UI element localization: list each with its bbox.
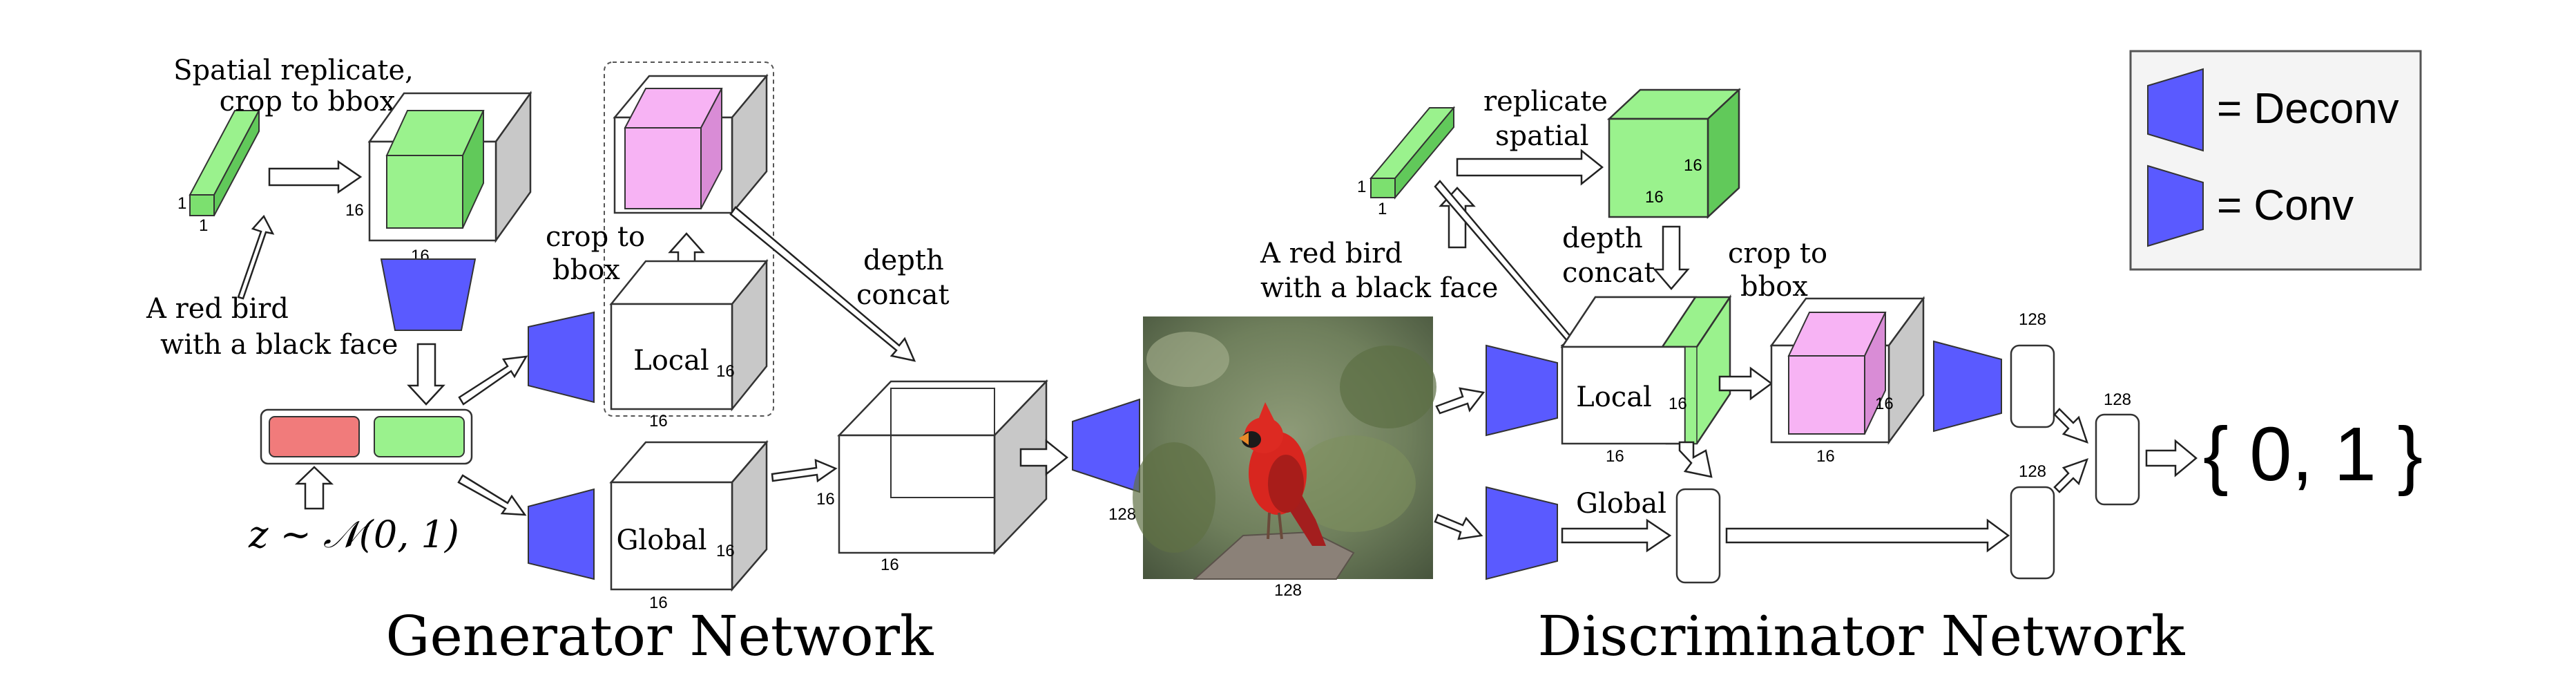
disc-crop-dim-bottom: 16 (1816, 447, 1835, 466)
gen-concat-dim-bottom: 16 (881, 556, 899, 574)
gen-local-dashed-region (604, 61, 774, 417)
disc-dim-128-a: 128 (2019, 310, 2046, 329)
gen-text-embedding-bar (189, 110, 260, 216)
gen-output-dim-128: 128 (1108, 505, 1136, 524)
disc-dim-128-c: 128 (2019, 462, 2046, 481)
disc-local-label: Local (1576, 381, 1652, 413)
gen-arrow-crop-to-concat (729, 206, 916, 362)
gen-local-dim-side: 16 (716, 362, 735, 381)
gen-arrow-down-to-latent (407, 343, 445, 406)
disc-final-feature-vector (2095, 413, 2140, 506)
disc-depth-line2: concat (1562, 257, 1655, 289)
legend-conv-label: = Conv (2217, 182, 2354, 229)
disc-arrow-local-to-final (2053, 408, 2088, 444)
disc-arrow-global-long (1725, 518, 2010, 553)
legend-conv-icon (2147, 164, 2204, 247)
disc-local-cube (1560, 294, 1732, 445)
gen-crop-label-line1: crop to (546, 221, 645, 253)
gen-global-cube (609, 439, 769, 592)
generator-title: Generator Network (386, 604, 934, 668)
gen-local-dim-bottom: 16 (649, 412, 668, 430)
gen-depth-label-line2: concat (856, 279, 950, 311)
disc-global-feature-vector (1675, 488, 1721, 584)
disc-text-embedding-bar (1369, 106, 1456, 200)
disc-arrow-image-to-global-conv (1434, 513, 1483, 540)
image-dim-128: 128 (1274, 581, 1302, 600)
gen-local-cube (609, 258, 769, 412)
gen-cropped-local-cube (613, 73, 769, 216)
gen-concat-dim-side: 16 (816, 490, 835, 509)
gen-arrow-to-global-branch (457, 474, 527, 516)
disc-text-line1: A red bird (1260, 238, 1403, 269)
gen-latent-vector (260, 408, 473, 465)
disc-local-feature-vector (2010, 344, 2055, 428)
disc-dim-1-b: 1 (1378, 200, 1387, 218)
gen-deconv-icon (380, 258, 477, 331)
disc-crop-dim-side: 16 (1875, 395, 1894, 413)
gen-text-line2: with a black face (160, 329, 398, 361)
gen-z-noise-label: z ~ 𝒩(0, 1) (248, 513, 459, 556)
disc-global-label: Global (1576, 488, 1666, 520)
gen-global-dim-bottom: 16 (649, 594, 668, 612)
gen-arrow-concat-to-output (1019, 439, 1069, 476)
disc-arrow-to-output (2145, 439, 2198, 477)
disc-local-dim-bottom: 16 (1606, 447, 1624, 466)
disc-replicate-line2: spatial (1495, 120, 1589, 152)
disc-arrow-bar-to-local (1434, 180, 1583, 356)
gen-crop-label-line2: bbox (552, 254, 620, 286)
disc-dim-128-b: 128 (2104, 390, 2131, 409)
disc-arrow-image-to-local-conv (1435, 387, 1486, 415)
gen-arrow-text-to-bar (237, 214, 275, 300)
generator-network: 1 1 Spatial replicate, crop to bbox A re… (146, 55, 1140, 668)
gen-global-label: Global (616, 524, 707, 556)
gen-local-label: Local (633, 345, 709, 377)
disc-crop-line2: bbox (1740, 271, 1808, 303)
gen-global-deconv-icon (528, 488, 595, 580)
disc-global-feature-vector-2 (2010, 486, 2055, 580)
gen-arrow-to-local-branch (458, 355, 528, 406)
discriminator-network: 1 1 A red bird with a black face replica… (1260, 86, 2423, 668)
disc-output-label: { 0, 1 } (2203, 412, 2423, 497)
discriminator-title: Discriminator Network (1538, 604, 2186, 668)
gen-replicated-cube (367, 91, 532, 243)
disc-local-conv-icon (1486, 344, 1558, 437)
gen-arrow-global-to-concat (771, 459, 838, 483)
disc-cropped-cube (1769, 296, 1925, 445)
legend-deconv-label: = Deconv (2217, 85, 2399, 133)
disc-green-dim-bottom: 16 (1645, 188, 1664, 207)
disc-replicated-cube (1606, 88, 1742, 219)
disc-arrow-global-to-vector (1561, 518, 1672, 553)
disc-local-dim-side: 16 (1669, 395, 1687, 413)
gen-arrow-z-to-latent (294, 466, 334, 510)
gen-crop-bbox-label: crop to bbox (220, 86, 396, 117)
gen-dim-1-a: 1 (177, 194, 186, 213)
disc-arrow-replicate-to-concat (1653, 225, 1690, 290)
legend: = Deconv = Conv (2129, 50, 2422, 271)
bird-photo (1133, 316, 1436, 580)
disc-text-line2: with a black face (1260, 272, 1498, 304)
gen-global-dim-side: 16 (716, 542, 735, 560)
gen-text-line1: A red bird (146, 293, 289, 325)
gen-depth-label-line1: depth (863, 245, 944, 276)
disc-arrow-global-to-final (2053, 457, 2089, 493)
gen-dim-1-b: 1 (199, 216, 208, 235)
disc-depth-line1: depth (1562, 223, 1643, 254)
disc-crop-line1: crop to (1728, 238, 1827, 269)
disc-arrow-local-to-crop (1718, 366, 1774, 401)
disc-replicate-line1: replicate (1483, 86, 1608, 117)
gen-spatial-replicate-label: Spatial replicate, (173, 55, 414, 86)
gen-arrow-bar-to-cube (268, 160, 363, 194)
gen-local-deconv-icon (528, 311, 595, 404)
gen-concat-cube (837, 379, 1048, 556)
legend-deconv-icon (2147, 68, 2204, 152)
gen-dim-16-cube: 16 (345, 201, 364, 220)
disc-green-dim-side: 16 (1684, 156, 1702, 175)
disc-arrow-bar-to-replicate (1456, 149, 1604, 186)
disc-crop-conv-icon (1933, 340, 2002, 433)
gen-output-deconv-icon (1072, 398, 1140, 493)
disc-arrow-local-down (1678, 441, 1713, 478)
disc-global-conv-icon (1486, 486, 1558, 580)
disc-dim-1-a: 1 (1357, 178, 1366, 196)
